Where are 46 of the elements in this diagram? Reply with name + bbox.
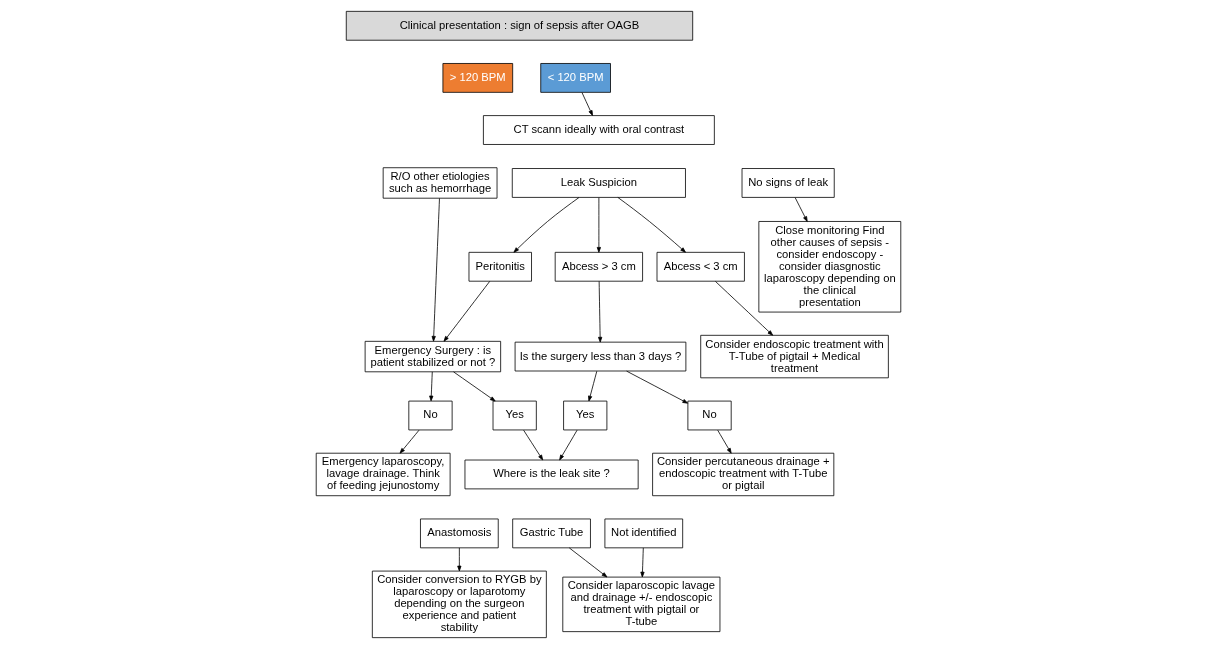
arrow [717,429,732,454]
arrow [598,280,603,343]
node-box: Consider endoscopic treatment with T-Tube of pigtail + Medical treatment [700,334,889,379]
node-box: Not identified [604,518,684,549]
node-box: Consider percutaneous drainage + endoscopic treatment with T-Tube or pigtail [652,452,835,497]
arrow [443,280,491,342]
node-box: Emergency laparoscopy, lavage drainage. Think of feeding jejunostomy [315,452,451,497]
arrow [559,429,578,461]
node-box: No [408,400,453,431]
arrow [399,429,420,454]
arrow [523,429,544,461]
node-box: No signs of leak [741,168,835,198]
arrow [457,547,462,572]
node-box: CT scann ideally with oral contrast [483,115,715,145]
node-box: Where is the leak site ? [464,459,639,490]
arrow [715,280,774,336]
arrow [640,547,645,578]
node-box: Consider conversion to RYGB by laparoscopy or laparotomy depending on the surgeon experience and patient stability [371,570,547,639]
node-box: Abcess > 3 cm [554,251,643,282]
arrow [453,371,496,402]
node-box: Anastomosis [420,518,499,549]
node-box: Clinical presentation : sign of sepsis after OAGB [345,10,694,41]
arrow [617,197,686,253]
node-box: Yes [492,400,537,431]
arrow [431,198,440,342]
arrow [596,197,601,253]
node-box: Abcess < 3 cm [656,251,745,282]
node-box: R/O other etiologies such as hemorrhage [382,167,498,199]
arrow [581,92,593,116]
node-box: Peritonitis [468,251,532,282]
arrow [429,371,434,402]
node-box: Leak Suspicion [511,168,686,198]
arrow [568,547,608,578]
arrow [588,370,598,402]
node-box: Consider laparoscopic lavage and drainage +/- endoscopic treatment with pigtail or T-tube [562,576,721,633]
arrow [626,370,689,404]
node-box: Is the surgery less than 3 days ? [514,341,687,372]
node-box: Close monitoring Find other causes of sepsis - consider endoscopy - consider diasgnostic laparoscopy depending on the clinical presentation [758,221,902,313]
node-box: Emergency Surgery : is patient stabilized or not ? [364,340,502,373]
node-box: > 120 BPM [442,63,514,93]
arrow [794,197,808,222]
node-box: No [687,400,732,431]
node-box: Yes [563,400,608,431]
node-box: < 120 BPM [540,63,611,93]
arrow [513,197,580,253]
node-box: Gastric Tube [512,518,591,549]
